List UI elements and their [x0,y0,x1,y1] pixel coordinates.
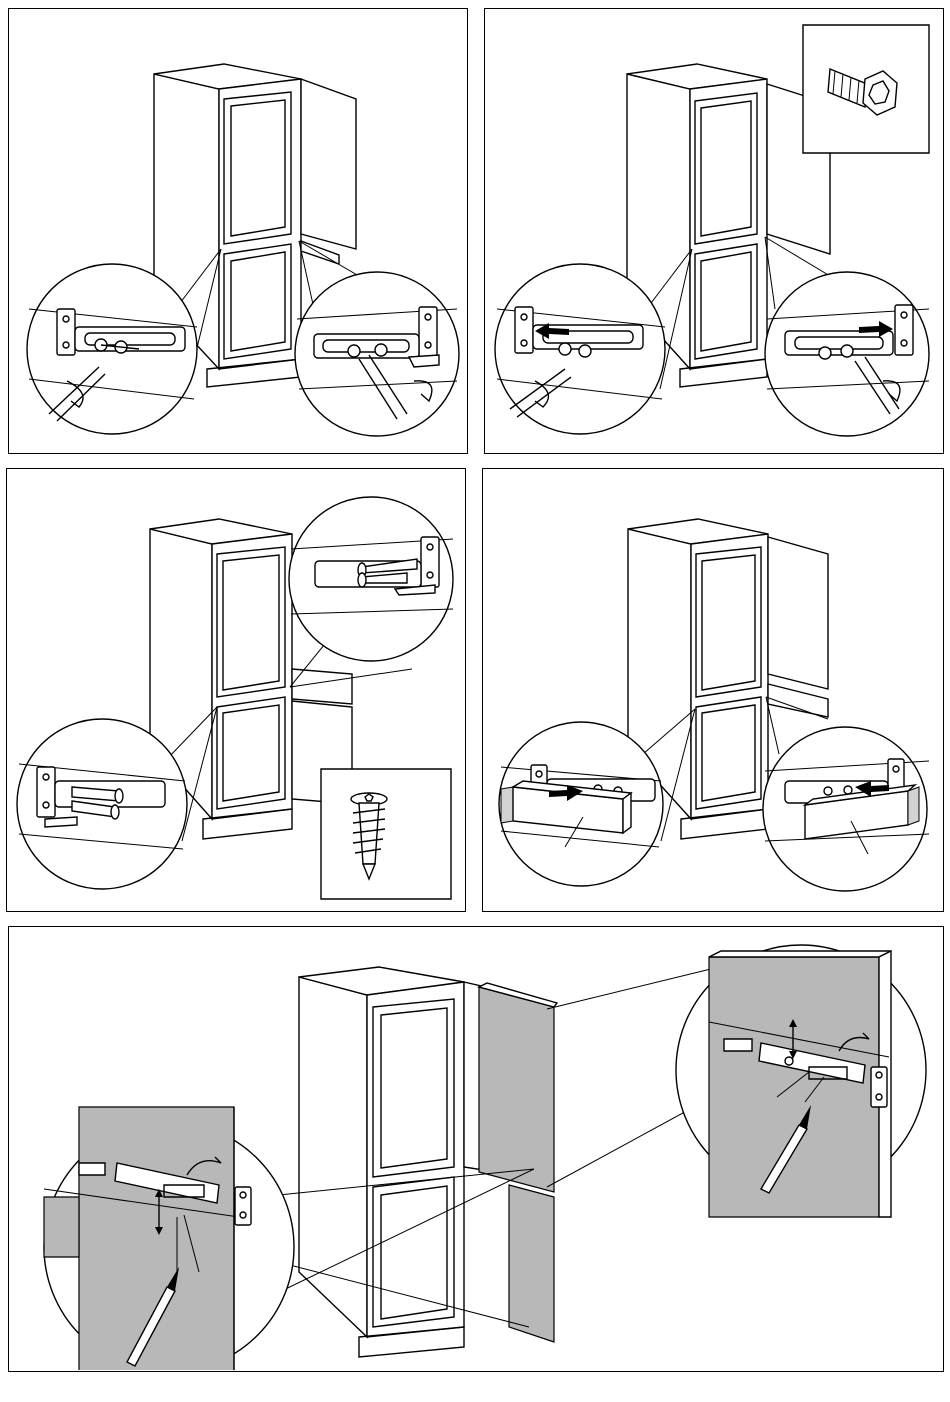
step-1-panel [8,8,468,454]
zoom-circle-right [763,727,929,891]
fridge-with-furniture-doors [299,967,557,1357]
zoom-circle-left [44,1107,294,1370]
hex-bolt-detail-box [803,25,929,153]
zoom-circle-right [295,272,459,436]
step-2-panel [484,8,944,454]
step-4-panel [482,468,944,912]
furniture-door-upper [479,983,557,1192]
step-5-panel [8,926,944,1372]
zoom-circle-left [495,264,665,434]
step-3-panel [6,468,466,912]
furniture-door-lower [509,1185,554,1342]
wood-screw-detail-box [321,769,451,899]
zoom-circle-top-right [289,497,453,661]
zoom-circle-right [765,272,929,436]
zoom-circle-right [676,945,926,1217]
zoom-circle-left [499,722,663,886]
zoom-circle-left [27,264,197,434]
zoom-circle-bottom-left [17,719,187,889]
